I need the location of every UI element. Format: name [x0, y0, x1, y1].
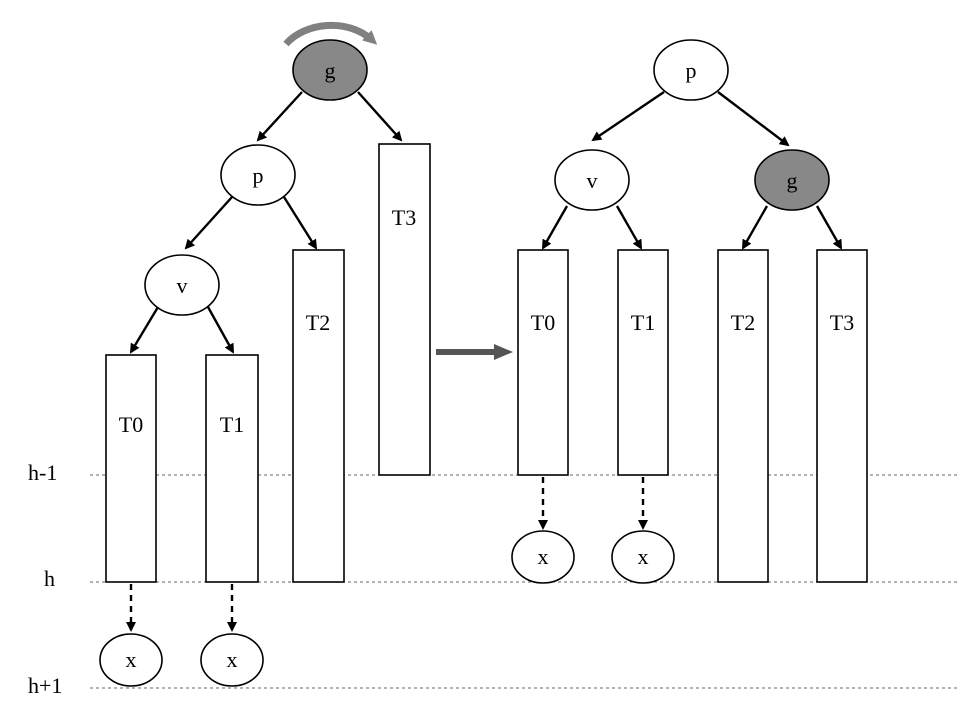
- edge-g-t2-after: [741, 205, 769, 250]
- subtree-t0-after-label: T0: [531, 310, 555, 335]
- node-p-after-label: p: [686, 58, 697, 83]
- node-p: [220, 144, 296, 206]
- node-g: [292, 39, 368, 101]
- subtree-t2-label: T2: [306, 310, 330, 335]
- node-x-right-after: [611, 530, 675, 584]
- node-v-after: [554, 149, 630, 211]
- subtree-t3-label: T3: [392, 205, 416, 230]
- node-p-label: p: [253, 163, 264, 188]
- edge-p-t2: [282, 196, 318, 250]
- edge-p-g-after: [717, 91, 790, 147]
- edge-g-t3: [357, 91, 403, 142]
- edge-v-t1: [206, 306, 235, 354]
- edge-g-t3-after: [815, 205, 843, 250]
- transform-arrow-icon: [436, 344, 513, 360]
- tree-after-rotation: p v g T0 T1 T2 T3 x x: [511, 39, 868, 584]
- rotation-arrow-icon: [283, 21, 378, 47]
- subtree-t2-after: [717, 249, 769, 583]
- edge-p-v-after: [591, 91, 665, 142]
- level-label-h-plus-1: h+1: [28, 673, 62, 698]
- level-label-h-minus-1: h-1: [28, 460, 57, 485]
- node-x-left-after: [511, 530, 575, 584]
- node-x-right-after-label: x: [638, 544, 649, 569]
- edge-v-t0: [129, 306, 160, 354]
- node-p-after: [653, 39, 729, 101]
- edge-p-v: [184, 196, 233, 250]
- node-v-label: v: [177, 273, 188, 298]
- subtree-t1-after-label: T1: [631, 310, 655, 335]
- subtree-t1-label: T1: [220, 412, 244, 437]
- subtree-t3-after: [816, 249, 868, 583]
- node-v: [144, 254, 220, 316]
- edge-g-p: [256, 91, 303, 142]
- node-g-after-label: g: [787, 168, 798, 193]
- subtree-t3-after-label: T3: [830, 310, 854, 335]
- level-label-h: h: [44, 566, 55, 591]
- subtree-t0-after: [517, 249, 569, 476]
- subtree-t0-label: T0: [119, 412, 143, 437]
- node-g-label: g: [325, 58, 336, 83]
- node-g-after: [754, 149, 830, 211]
- node-x-left-label: x: [126, 647, 137, 672]
- node-v-after-label: v: [587, 168, 598, 193]
- subtree-t2: [292, 249, 345, 583]
- node-x-left: [99, 633, 163, 687]
- subtree-t0: [105, 354, 157, 583]
- tree-before-rotation: g p v T0 T1 T2 T3 x x: [99, 21, 431, 687]
- subtree-t2-after-label: T2: [731, 310, 755, 335]
- node-x-right-label: x: [227, 647, 238, 672]
- node-x-right: [200, 633, 264, 687]
- subtree-t3: [378, 143, 431, 476]
- node-x-left-after-label: x: [538, 544, 549, 569]
- edge-v-t1-after: [615, 205, 643, 250]
- subtree-t1: [205, 354, 259, 583]
- edge-v-t0-after: [541, 205, 569, 250]
- subtree-t1-after: [617, 249, 669, 476]
